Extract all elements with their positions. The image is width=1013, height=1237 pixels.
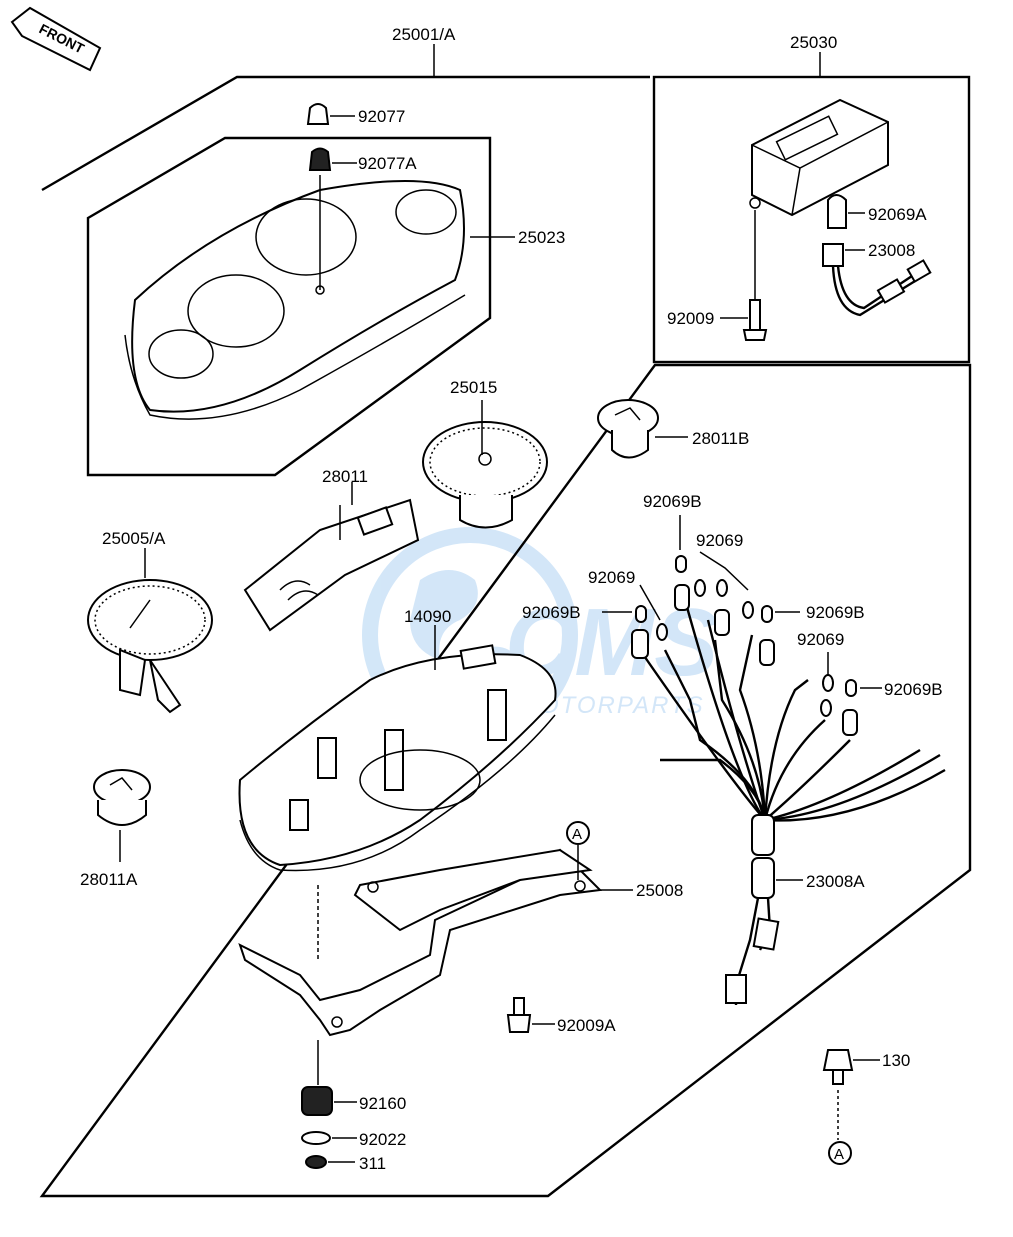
callout-25015: 25015 bbox=[450, 378, 497, 397]
speedometer-gauge bbox=[87, 579, 213, 714]
callout-25008: 25008 bbox=[636, 881, 683, 900]
grommet-92160 bbox=[301, 1086, 333, 1116]
reference-mark-upper: A bbox=[566, 821, 590, 845]
screw-92009A bbox=[506, 997, 532, 1033]
callout-25005A: 25005/A bbox=[102, 529, 166, 548]
bolt-130 bbox=[822, 1049, 854, 1085]
meter-cover bbox=[124, 180, 466, 420]
callout-92077: 92077 bbox=[358, 107, 405, 126]
reference-mark-lower: A bbox=[828, 1141, 852, 1165]
callout-92077A: 92077A bbox=[358, 154, 417, 173]
front-arrow: FRONT bbox=[10, 6, 102, 72]
callout-14090: 14090 bbox=[404, 607, 451, 626]
bushing-92077A bbox=[308, 147, 332, 171]
lamp-holder-28011A bbox=[93, 769, 151, 826]
callout-25001A: 25001/A bbox=[392, 25, 456, 44]
callout-23008A: 23008A bbox=[806, 872, 865, 891]
bulb-92069A bbox=[827, 194, 847, 229]
indicator-unit bbox=[749, 98, 889, 217]
screw-92009 bbox=[742, 299, 768, 341]
lamp-holder-28011B bbox=[597, 399, 659, 459]
callout-23008: 23008 bbox=[868, 241, 915, 260]
nut-311 bbox=[305, 1155, 327, 1169]
callout-92009A: 92009A bbox=[557, 1016, 616, 1035]
washer-92022 bbox=[301, 1131, 331, 1145]
callout-92069-c: 92069 bbox=[797, 630, 844, 649]
reference-mark-lower-label: A bbox=[834, 1146, 844, 1163]
assembly-outline-main bbox=[39, 75, 972, 1198]
socket-23008 bbox=[822, 243, 932, 317]
base-plate bbox=[238, 848, 603, 1037]
assembly-outline-25023 bbox=[86, 136, 492, 477]
callout-92022: 92022 bbox=[359, 1130, 406, 1149]
callout-92160: 92160 bbox=[359, 1094, 406, 1113]
callout-92069B-right: 92069B bbox=[806, 603, 865, 622]
callout-92069-b: 92069 bbox=[588, 568, 635, 587]
reference-mark-upper-label: A bbox=[572, 826, 582, 843]
wiring-harness bbox=[631, 555, 946, 1005]
callout-311: 311 bbox=[359, 1154, 386, 1173]
tachometer-gauge bbox=[422, 421, 548, 529]
callout-25023: 25023 bbox=[518, 228, 565, 247]
callout-25030: 25030 bbox=[790, 33, 837, 52]
assembly-outline-25030 bbox=[652, 75, 971, 364]
callout-92069-a: 92069 bbox=[696, 531, 743, 550]
callout-92069B-left: 92069B bbox=[522, 603, 581, 622]
meter-case bbox=[238, 644, 557, 872]
callout-28011A: 28011A bbox=[80, 870, 138, 889]
callout-28011B: 28011B bbox=[692, 429, 749, 448]
callout-28011: 28011 bbox=[322, 467, 368, 486]
socket-strip-28011 bbox=[243, 498, 420, 632]
bushing-92077 bbox=[306, 103, 330, 125]
callout-92069B-top: 92069B bbox=[643, 492, 702, 511]
callout-130: 130 bbox=[882, 1051, 910, 1070]
callout-92069B-far: 92069B bbox=[884, 680, 943, 699]
callout-92069A: 92069A bbox=[868, 205, 927, 224]
callout-92009: 92009 bbox=[667, 309, 714, 328]
